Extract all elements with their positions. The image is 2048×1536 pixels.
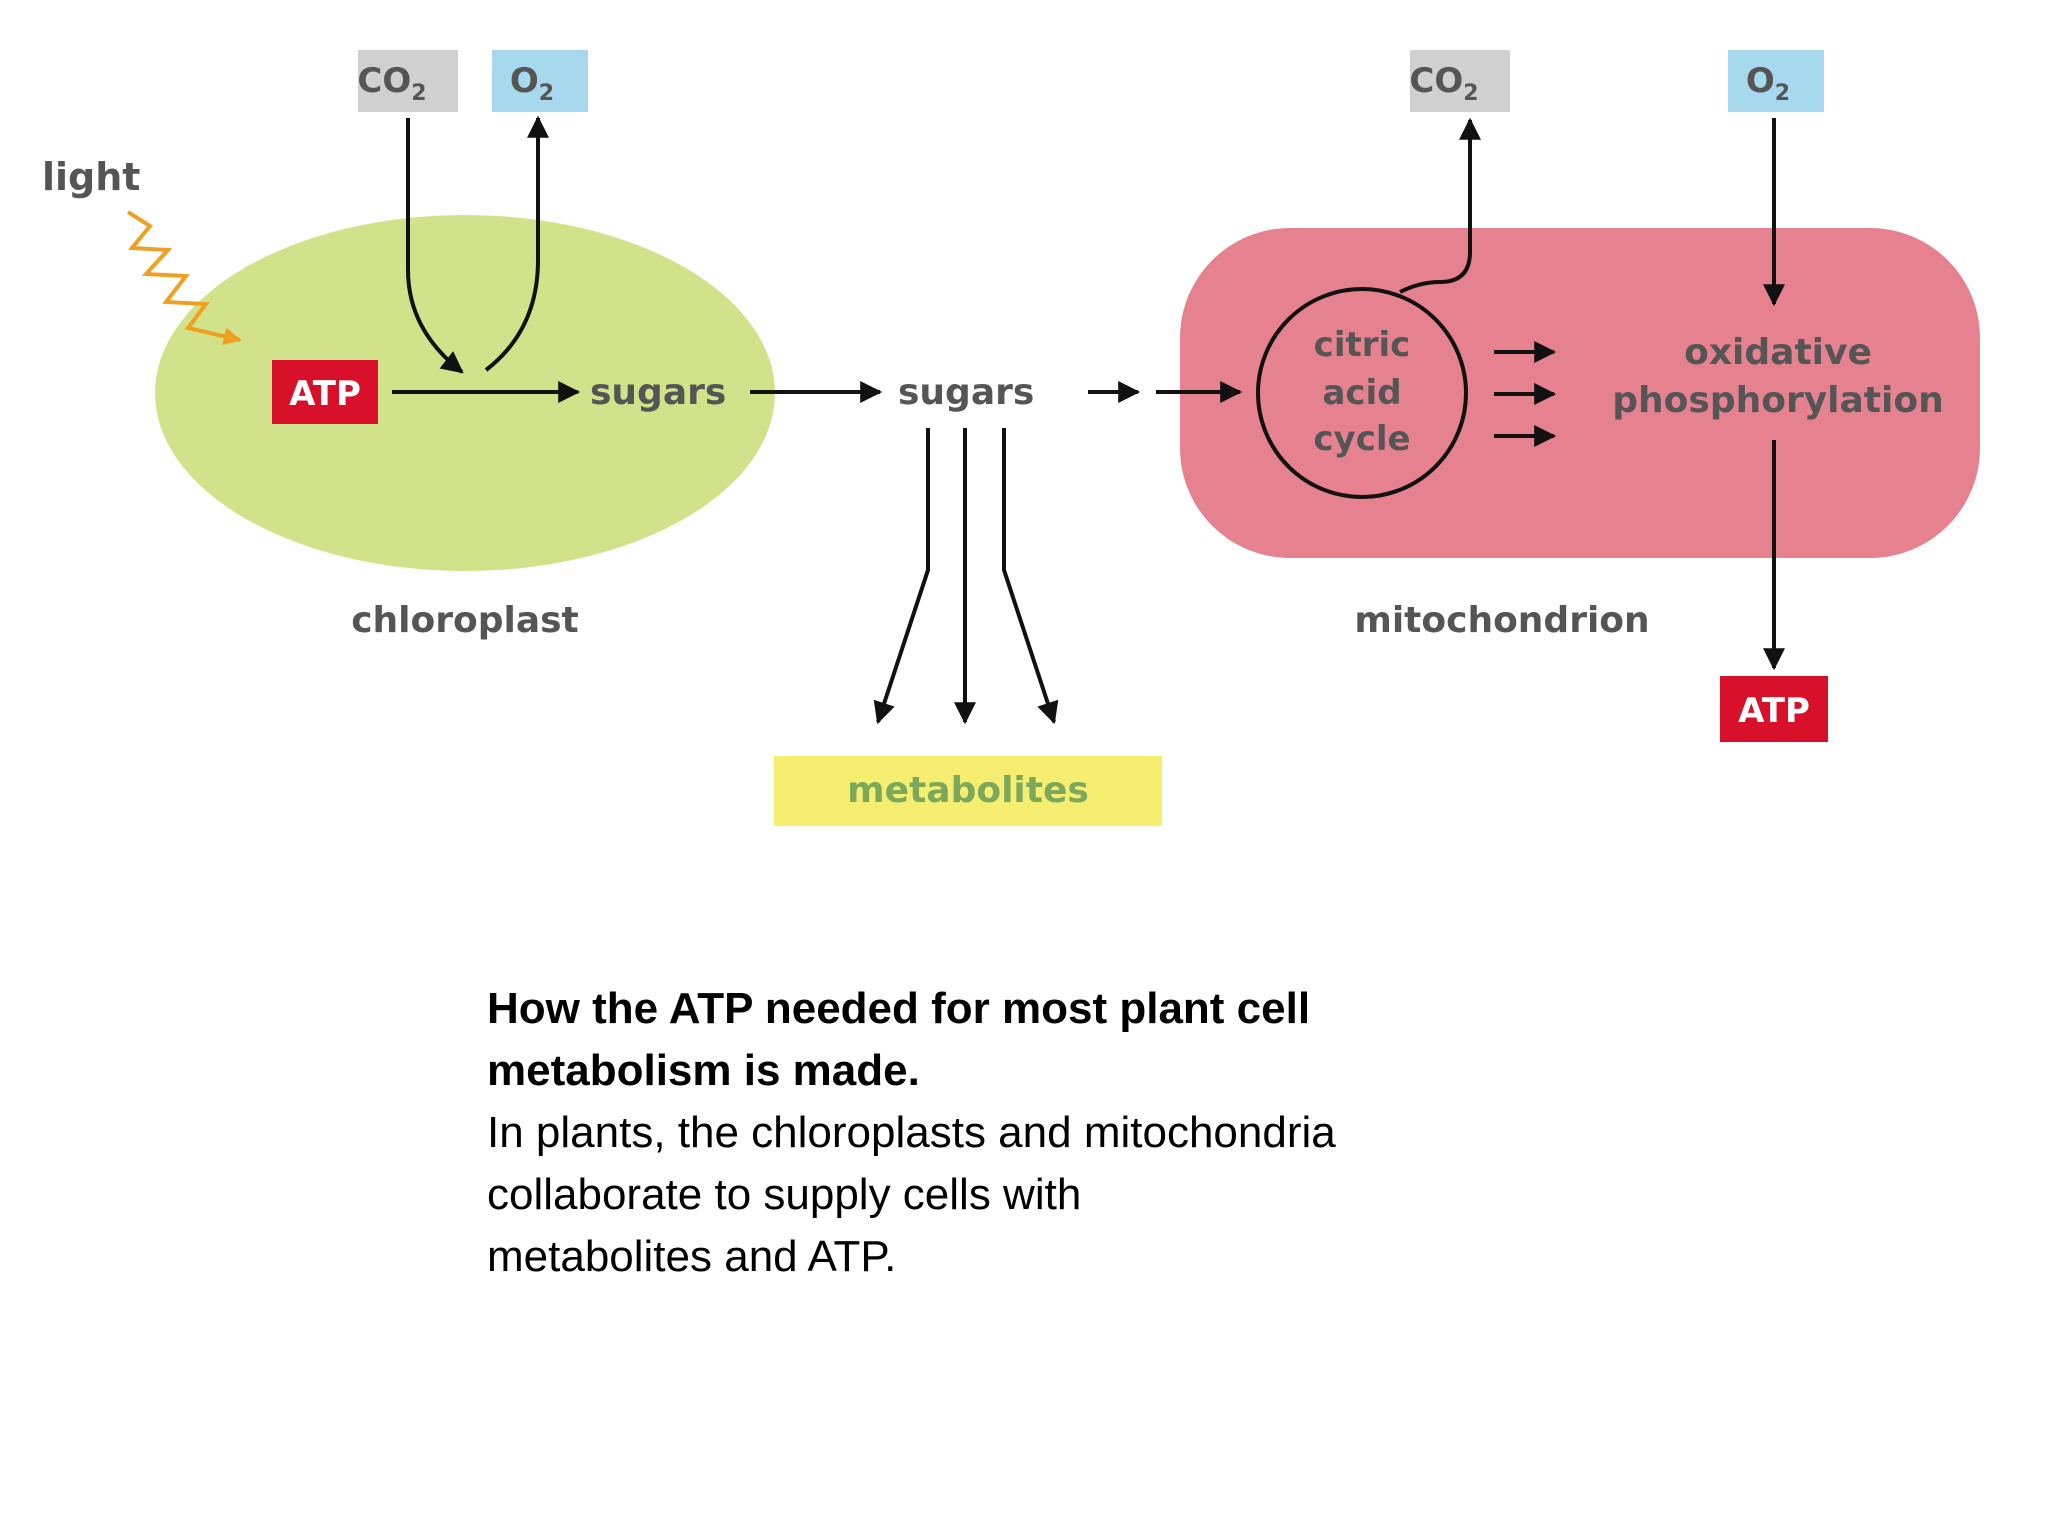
mitochondrion-shape <box>1180 228 1980 558</box>
atp-box-right <box>1720 676 1828 742</box>
atp-box-left <box>272 360 378 424</box>
oxphos-label-line2: phosphorylation <box>1612 380 1943 421</box>
co2-intake-arrow <box>406 118 464 374</box>
atp-label-left: ATP <box>289 374 361 414</box>
sugars-label-chloroplast: sugars <box>590 372 726 413</box>
o2-label-left: O2 <box>510 61 554 106</box>
co2-box-left <box>358 50 458 112</box>
co2-label-right: CO2 <box>1409 61 1478 106</box>
citric-label-line2: acid <box>1322 373 1401 413</box>
metabolites-arrow-left <box>873 428 930 725</box>
caption-title-line2: metabolism is made. <box>487 1046 920 1095</box>
oxphos-label-line1: oxidative <box>1684 332 1872 373</box>
caption-title-line1: How the ATP needed for most plant cell <box>487 984 1311 1033</box>
co2-box-right <box>1410 50 1510 112</box>
citric-label-line1: citric <box>1314 325 1411 365</box>
chloroplast-label: chloroplast <box>351 600 579 641</box>
metabolites-arrow-right <box>1002 428 1059 725</box>
mitochondrion-label: mitochondrion <box>1354 600 1649 641</box>
metabolites-box <box>774 756 1162 826</box>
o2-box-left <box>492 50 588 112</box>
citric-label-line3: cycle <box>1313 419 1410 459</box>
sugars-label-cytosol: sugars <box>898 372 1034 413</box>
caption: How the ATP needed for most plant cell m… <box>487 978 1587 1288</box>
light-wave <box>126 210 242 346</box>
o2-label-right: O2 <box>1746 61 1790 106</box>
metabolites-label: metabolites <box>847 770 1089 811</box>
caption-body-line2: collaborate to supply cells with <box>487 1170 1082 1219</box>
co2-release-arrow <box>1399 117 1481 294</box>
light-label: light <box>42 155 140 199</box>
o2-release-arrow <box>484 115 549 372</box>
atp-label-right: ATP <box>1738 691 1810 731</box>
o2-box-right <box>1728 50 1824 112</box>
caption-body-line3: metabolites and ATP. <box>487 1232 897 1281</box>
caption-body-line1: In plants, the chloroplasts and mitochon… <box>487 1108 1336 1157</box>
citric-acid-cycle-circle <box>1256 287 1468 499</box>
co2-label-left: CO2 <box>357 61 426 106</box>
atp-pathway-diagram: CO2 O2 CO2 O2 light ATP sugars sugars me… <box>42 50 1980 826</box>
